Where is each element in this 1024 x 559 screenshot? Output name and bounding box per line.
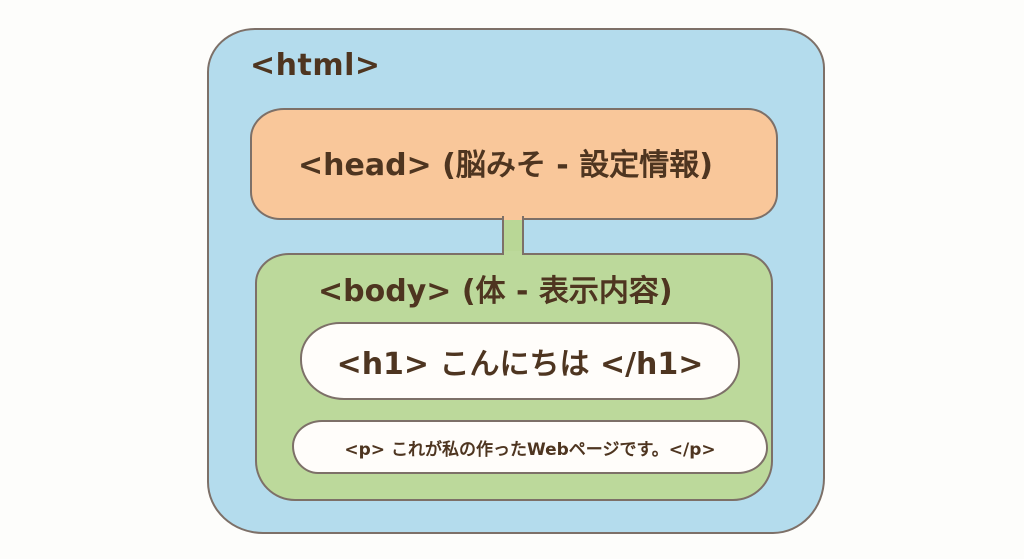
h1-tag-label: <h1> こんにちは </h1> (336, 347, 704, 382)
p-tag-label: <p> これが私の作ったWebページです。</p> (344, 439, 716, 460)
body-tag-label: <body> (体 - 表示内容) (318, 274, 673, 309)
head-body-connector (502, 216, 524, 260)
head-element-box (250, 108, 778, 220)
head-tag-label: <head> (脳みそ - 設定情報) (298, 148, 713, 183)
h1-cloud: <h1> こんにちは </h1> (300, 322, 740, 400)
p-cloud: <p> これが私の作ったWebページです。</p> (292, 420, 768, 474)
connector-join-top (504, 214, 522, 220)
html-tag-label: <html> (250, 48, 381, 83)
connector-join-bottom (504, 251, 522, 257)
